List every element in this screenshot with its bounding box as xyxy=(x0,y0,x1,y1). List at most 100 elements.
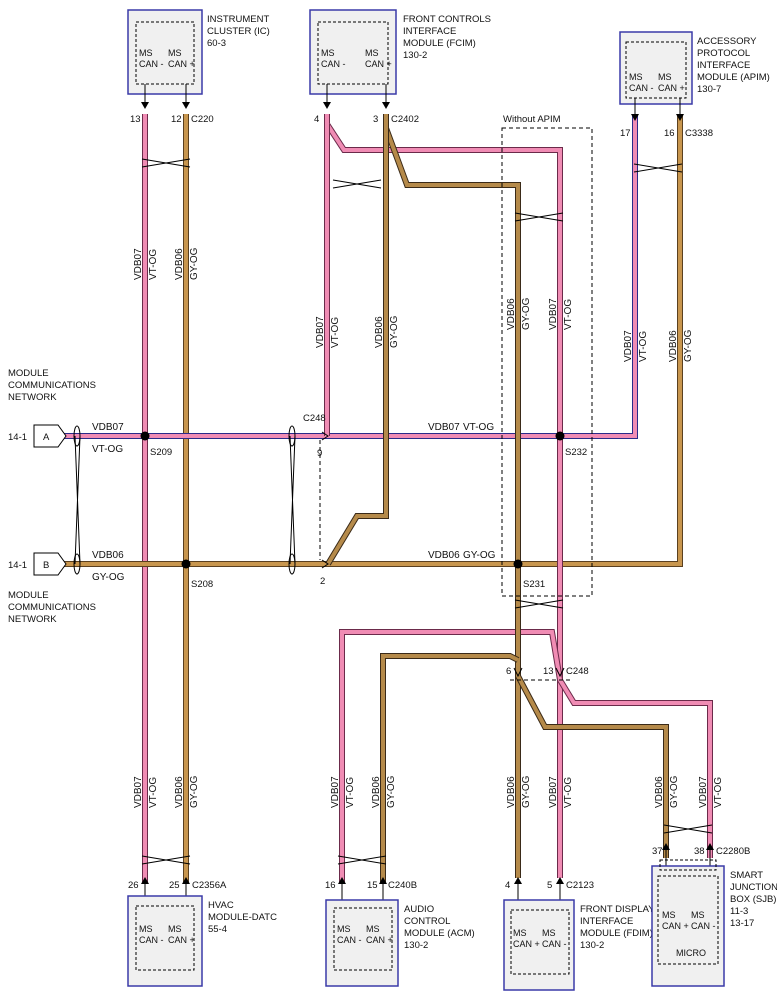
fcim-name-3: MODULE (FCIM) xyxy=(403,38,476,49)
fdim-pin-num-b: 5 xyxy=(547,880,552,891)
acm-vt-color: VT-OG xyxy=(345,777,356,808)
apim-pin-a-1: MS xyxy=(629,72,643,82)
ic-pin-b-2: CAN + xyxy=(168,59,195,69)
apim-gy-color-mid: GY-OG xyxy=(521,297,532,330)
hvac-connector: C2356A xyxy=(192,880,227,891)
s232-label: S232 xyxy=(565,447,587,458)
apim-gy-code-mid: VDB06 xyxy=(506,298,517,330)
apim-vt-color: VT-OG xyxy=(638,331,649,362)
wire-main-vt xyxy=(64,168,638,439)
ic-vt-code-top: VDB07 xyxy=(133,248,144,280)
ic-gy-color-top: GY-OG xyxy=(189,247,200,280)
c248-pin-9: 9 xyxy=(317,448,322,459)
wire-fcim-vt xyxy=(324,114,563,436)
wire-layer xyxy=(64,114,713,882)
network-label-bot-1: MODULE xyxy=(8,590,49,601)
hvac-name-3: 55-4 xyxy=(208,924,227,935)
fcim-connector: C2402 xyxy=(391,114,419,125)
fcim-pin-a-2: CAN - xyxy=(321,59,346,69)
fdim-gy-color: GY-OG xyxy=(521,775,532,808)
wire-apim-stubs xyxy=(632,114,683,168)
network-label-bot-2: COMMUNICATIONS xyxy=(8,602,96,613)
fdim-name-4: 130-2 xyxy=(580,940,604,951)
hvac-name-1: HVAC xyxy=(208,900,234,911)
c248b-label: C248 xyxy=(566,666,589,677)
main-gy-color-left: GY-OG xyxy=(92,572,125,583)
ic-name-3: 60-3 xyxy=(207,38,226,49)
apim-pin-b-2: CAN + xyxy=(658,83,685,93)
acm-name-1: AUDIO xyxy=(404,904,434,915)
splice-s209 xyxy=(140,431,150,441)
sjb-name-4: 11-3 xyxy=(730,906,748,917)
ic-pin-num-b: 12 xyxy=(171,114,182,125)
without-apim-label: Without APIM xyxy=(503,114,561,125)
hvac-pin-num-a: 26 xyxy=(128,880,139,891)
apim-vt-color-mid: VT-OG xyxy=(563,299,574,330)
sjb-vt-color: VT-OG xyxy=(713,777,724,808)
acm-name-3: MODULE (ACM) xyxy=(404,928,475,939)
apim-pin-num-a: 17 xyxy=(620,128,631,139)
hvac-pin-a-1: MS xyxy=(139,924,153,934)
main-vt-code-left: VDB07 xyxy=(92,422,124,433)
network-left: MODULE COMMUNICATIONS NETWORK 14-1 A 14-… xyxy=(8,368,496,625)
module-fdim: 4 5 C2123 MS CAN + MS CAN - FRONT DISPLA… xyxy=(503,877,655,991)
module-hvac: 26 25 C2356A MS CAN - MS CAN + HVAC MODU… xyxy=(127,877,277,987)
apim-name-1: ACCESSORY xyxy=(697,36,757,47)
fcim-pin-b-2: CAN + xyxy=(365,59,392,69)
c248-dashed xyxy=(319,440,572,681)
hvac-vt-code: VDB07 xyxy=(133,776,144,808)
sjb-pin-b-1: MS xyxy=(691,910,705,920)
acm-pin-b-1: MS xyxy=(366,924,380,934)
ref-b: 14-1 xyxy=(8,560,27,571)
fcim-pin-a-1: MS xyxy=(321,48,335,58)
ic-pin-b-1: MS xyxy=(168,48,182,58)
sjb-micro: MICRO xyxy=(676,948,706,958)
ic-gy-code-top: VDB06 xyxy=(174,248,185,280)
main-gy-code-left: VDB06 xyxy=(92,550,124,561)
c248-connector: C248 9 2 6 13 C248 xyxy=(303,413,589,678)
twist-markers xyxy=(73,158,713,865)
fdim-name-3: MODULE (FDIM) xyxy=(580,928,653,939)
sjb-gy-code: VDB06 xyxy=(654,776,665,808)
apim-vt-code: VDB07 xyxy=(623,330,634,362)
splice-s208 xyxy=(181,559,191,569)
main-vt-code-mid: VDB07 xyxy=(428,422,460,433)
sjb-name-3: BOX (SJB) xyxy=(730,894,776,905)
acm-pin-a-2: CAN - xyxy=(337,935,362,945)
ic-name-2: CLUSTER (IC) xyxy=(207,26,270,37)
apim-pin-a-2: CAN - xyxy=(629,83,654,93)
sjb-gy-color: GY-OG xyxy=(669,775,680,808)
hvac-pin-b-1: MS xyxy=(168,924,182,934)
main-gy-color-mid: GY-OG xyxy=(463,550,496,561)
sjb-name-5: 13-17 xyxy=(730,918,754,929)
hvac-gy-code: VDB06 xyxy=(174,776,185,808)
fcim-name-4: 130-2 xyxy=(403,50,427,61)
acm-pin-b-2: CAN + xyxy=(366,935,393,945)
main-vt-color-left: VT-OG xyxy=(92,444,123,455)
module-fcim: MS CAN - MS CAN + FRONT CONTROLS INTERFA… xyxy=(309,9,491,125)
fcim-name-1: FRONT CONTROLS xyxy=(403,14,491,25)
c248-label: C248 xyxy=(303,413,326,424)
sjb-name-1: SMART xyxy=(730,870,763,881)
wire-fcim-gy xyxy=(325,114,521,566)
wire-lower-vt xyxy=(339,436,713,882)
apim-connector: C3338 xyxy=(685,128,713,139)
module-sjb: 37 38 C2280B MS CAN + MS CAN - MICRO SMA… xyxy=(651,843,777,987)
ic-pin-a-1: MS xyxy=(139,48,153,58)
acm-pin-num-b: 15 xyxy=(367,880,378,891)
sjb-pin-a-1: MS xyxy=(662,910,676,920)
ic-pin-num-a: 13 xyxy=(130,114,141,125)
sjb-pin-num-b: 38 xyxy=(694,846,705,857)
fdim-pin-b-1: MS xyxy=(542,928,556,938)
ic-name-1: INSTRUMENT xyxy=(207,14,269,25)
network-label-bot-3: NETWORK xyxy=(8,614,57,625)
acm-gy-code: VDB06 xyxy=(371,776,382,808)
sjb-name-2: JUNCTION xyxy=(730,882,777,893)
wire-lower-gy xyxy=(380,564,669,882)
apim-pin-b-1: MS xyxy=(658,72,672,82)
apim-pin-num-b: 16 xyxy=(664,128,675,139)
module-acm: 16 15 C240B MS CAN - MS CAN + AUDIO CONT… xyxy=(325,877,475,987)
acm-gy-color: GY-OG xyxy=(386,775,397,808)
module-ic: MS CAN - MS CAN + INSTRUMENT CLUSTER (IC… xyxy=(127,9,270,125)
apim-name-3: INTERFACE xyxy=(697,60,750,71)
